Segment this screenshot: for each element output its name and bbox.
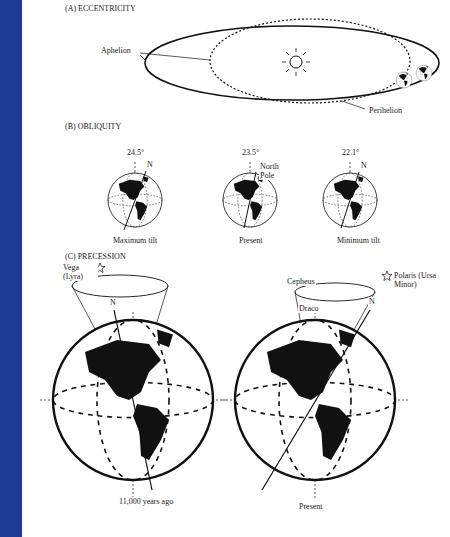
text-label: (B) OBLIQUITY: [64, 122, 122, 131]
text-label: Maximum tilt: [112, 236, 158, 245]
text-label: Perihelion: [368, 106, 403, 115]
text-label: 11,000 years ago: [118, 497, 174, 506]
text-label: N: [146, 160, 154, 169]
text-label: Draco: [298, 304, 320, 313]
text-label: Cepheus: [286, 277, 316, 286]
text-label: 23.5°: [241, 148, 260, 157]
text-label: N: [109, 298, 117, 307]
text-label: N: [360, 161, 368, 170]
text-label: 22.1°: [341, 148, 360, 157]
text-label: Aphelion: [100, 46, 132, 55]
text-label: 24.5°: [126, 148, 145, 157]
text-label: Polaris (Ursa Minor): [393, 271, 440, 289]
text-label: Vega (Lyra): [62, 263, 98, 281]
text-label: (A) ECCENTRICITY: [64, 4, 137, 13]
text-label: N: [368, 297, 376, 306]
text-label: Minimum tilt: [336, 236, 381, 245]
text-label: (C) PRECESSION: [64, 252, 127, 261]
text-label: North Pole: [259, 162, 289, 180]
text-label: Present: [298, 502, 324, 511]
text-label: Present: [238, 236, 264, 245]
